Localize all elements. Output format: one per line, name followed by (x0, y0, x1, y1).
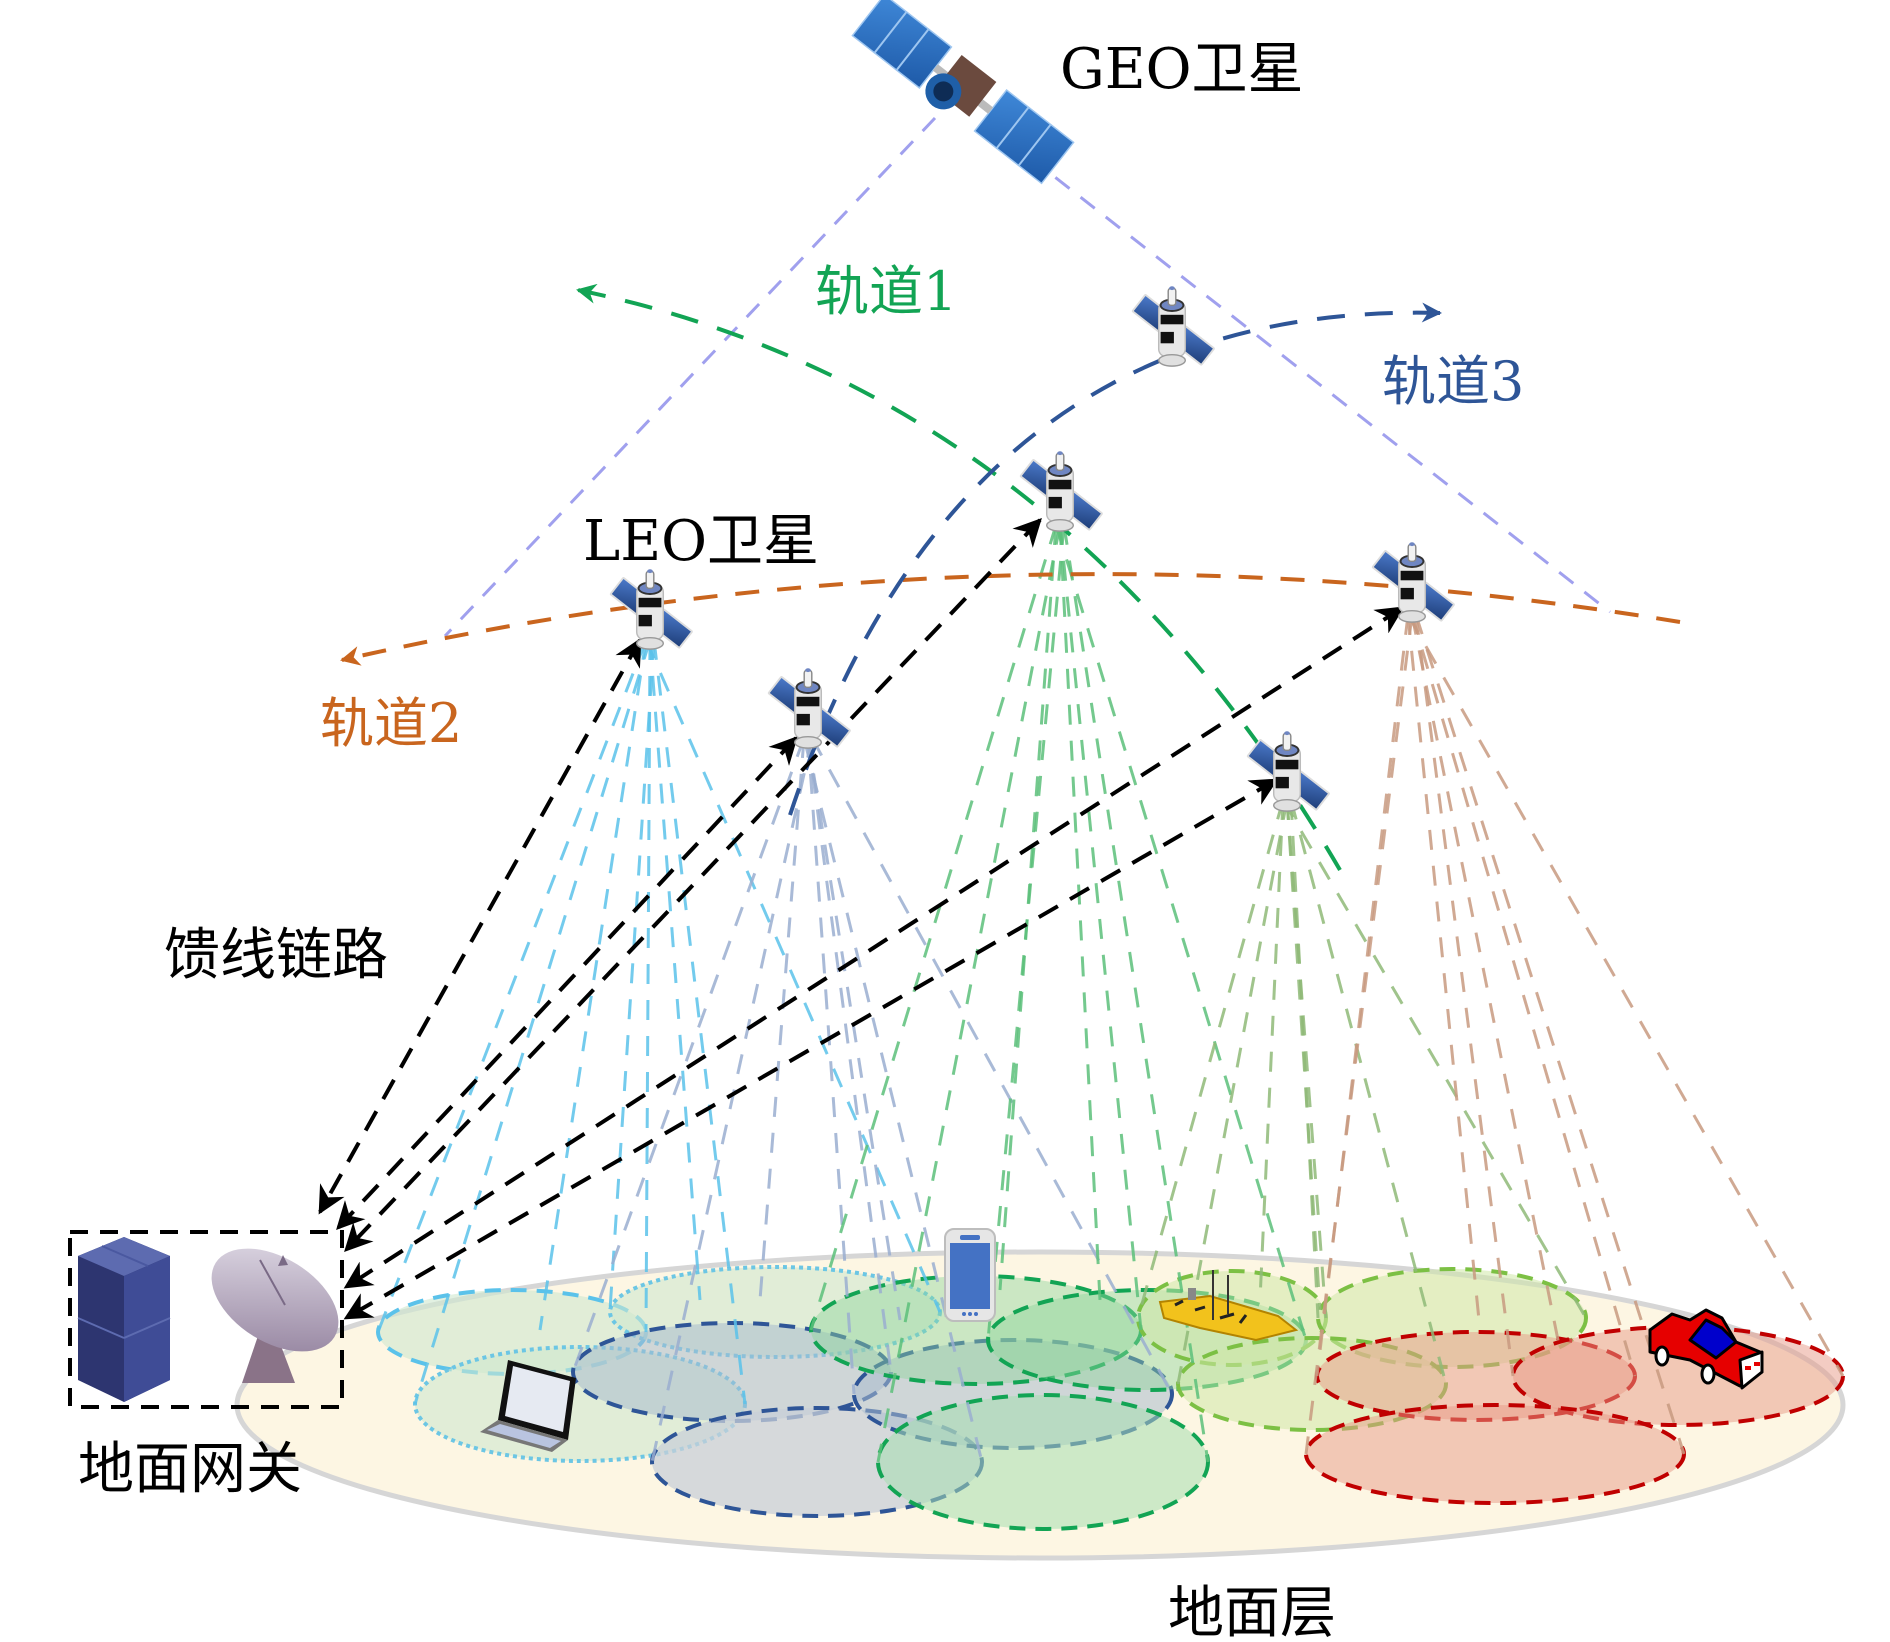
geo-coverage-lines (443, 116, 1611, 638)
leo-satellite-orbit3-top-icon (1130, 285, 1217, 368)
leo-satellite-mid-left-icon (766, 667, 853, 750)
navy-beam-line (758, 737, 806, 1301)
server-rack-icon (77, 1237, 171, 1402)
green-beam-line (1054, 524, 1308, 1341)
satellite-dish-icon (211, 1248, 339, 1383)
cell-red-3 (1304, 1403, 1686, 1505)
leo-satellite-label: LEO卫星 (583, 509, 819, 574)
geo-coverage-right (1004, 136, 1611, 614)
orbit3-label: 轨道3 (1382, 350, 1524, 413)
red-beam-line (1414, 614, 1686, 1455)
laptop-icon (480, 1360, 576, 1452)
orbit2-label: 轨道2 (320, 692, 462, 755)
leo-satellite-mid-right-icon (1245, 730, 1332, 813)
orbit3-path (788, 302, 1442, 816)
gateway-box (68, 1230, 344, 1409)
red-beam-line (1406, 614, 1482, 1331)
feeder-link-5 (343, 778, 1279, 1320)
green-beam-line (998, 524, 1058, 1291)
red-beam-line (1406, 614, 1845, 1377)
cyan-beam-line (538, 639, 648, 1331)
lightgreen-beam-line (1281, 799, 1588, 1319)
red-beam-line (1410, 614, 1562, 1351)
ground-layer-label: 地面层 (1168, 1581, 1336, 1642)
orbit1-label: 轨道1 (815, 260, 957, 323)
orbit1-path (576, 283, 1342, 872)
geo-satellite-icon (851, 0, 1075, 185)
orbit2-path (340, 572, 1681, 666)
green-beam-line (1058, 524, 1102, 1301)
red-beam-line (1410, 614, 1637, 1377)
ground-gateway-label: 地面网关 (78, 1437, 302, 1502)
green-beam-line (1058, 524, 1143, 1331)
lightgreen-beam-line (1285, 799, 1322, 1311)
car-icon (1648, 1308, 1764, 1390)
navy-beam-line (806, 737, 902, 1321)
cyan-beam-line (644, 639, 652, 1333)
geo-satellite-label: GEO卫星 (1060, 37, 1304, 102)
red-beam-line (1414, 614, 1515, 1377)
feeder-link-label: 馈线链路 (164, 923, 388, 988)
feeder-link-4 (343, 606, 1405, 1289)
ship-icon (1158, 1270, 1299, 1342)
smartphone-icon (944, 1228, 996, 1322)
geo-coverage-left (443, 116, 937, 638)
cell-green-3 (876, 1393, 1210, 1531)
feeder-links (318, 517, 1405, 1320)
leo-satellite-right-icon (1370, 541, 1457, 624)
leo-satellite-center-icon (1018, 450, 1105, 533)
ground-gateway (68, 1230, 344, 1409)
